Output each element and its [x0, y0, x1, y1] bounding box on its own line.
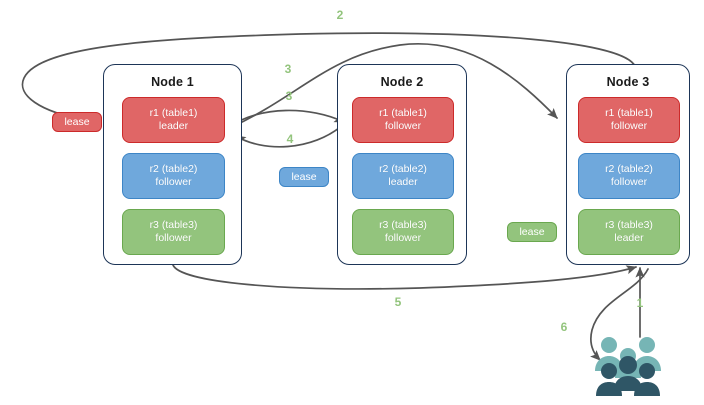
replica-name: r3 (table3): [605, 218, 653, 231]
node-title-1: Node 1: [151, 75, 194, 89]
node-title-3: Node 3: [606, 75, 650, 89]
replica-role: leader: [614, 232, 644, 244]
step-label-1: 1: [636, 296, 644, 310]
step-label-3-lower: 3: [285, 89, 293, 103]
users-icon[interactable]: [590, 334, 674, 396]
replica-node1-r2[interactable]: r2 (table2) follower: [122, 153, 225, 199]
replica-node3-r2[interactable]: r2 (table2) follower: [578, 153, 680, 199]
step-label-2: 2: [336, 8, 344, 22]
node-title-2: Node 2: [380, 75, 424, 89]
edge-step-3-to-node2: [230, 109, 345, 127]
node-container-1[interactable]: Node 1 r1 (table1) leader r2 (table2) fo…: [103, 64, 242, 265]
replica-node2-r2[interactable]: r2 (table2) leader: [352, 153, 454, 199]
replica-role: follower: [384, 120, 422, 132]
replica-name: r2 (table2): [605, 162, 653, 175]
step-label-3-upper: 3: [284, 62, 292, 76]
node-container-2[interactable]: Node 2 r1 (table1) follower r2 (table2) …: [337, 64, 467, 265]
step-label-6: 6: [560, 320, 568, 334]
replica-role: follower: [610, 176, 648, 188]
replica-role: follower: [610, 120, 648, 132]
replica-role: follower: [384, 232, 422, 244]
replica-name: r3 (table3): [149, 218, 198, 231]
replica-node2-r1[interactable]: r1 (table1) follower: [352, 97, 454, 143]
lease-badge-r1[interactable]: lease: [52, 112, 102, 132]
replica-role: follower: [155, 232, 192, 244]
replica-name: r1 (table1): [149, 106, 198, 119]
replica-role: follower: [155, 176, 192, 188]
step-label-4: 4: [286, 132, 294, 146]
replica-node1-r3[interactable]: r3 (table3) follower: [122, 209, 225, 255]
replica-name: r3 (table3): [379, 218, 427, 231]
lease-badge-r3[interactable]: lease: [507, 222, 557, 242]
replica-role: leader: [158, 120, 189, 132]
node-container-3[interactable]: Node 3 r1 (table1) follower r2 (table2) …: [566, 64, 690, 265]
replica-node1-r1[interactable]: r1 (table1) leader: [122, 97, 225, 143]
lease-badge-r2[interactable]: lease: [279, 167, 329, 187]
replica-node2-r3[interactable]: r3 (table3) follower: [352, 209, 454, 255]
replica-role: leader: [388, 176, 418, 188]
replica-name: r2 (table2): [149, 162, 198, 175]
step-label-5: 5: [394, 295, 402, 309]
replica-node3-r1[interactable]: r1 (table1) follower: [578, 97, 680, 143]
replica-name: r1 (table1): [379, 106, 427, 119]
edge-step-5: [172, 264, 637, 290]
replica-name: r2 (table2): [379, 162, 427, 175]
replica-name: r1 (table1): [605, 106, 653, 119]
replica-node3-r3[interactable]: r3 (table3) leader: [578, 209, 680, 255]
